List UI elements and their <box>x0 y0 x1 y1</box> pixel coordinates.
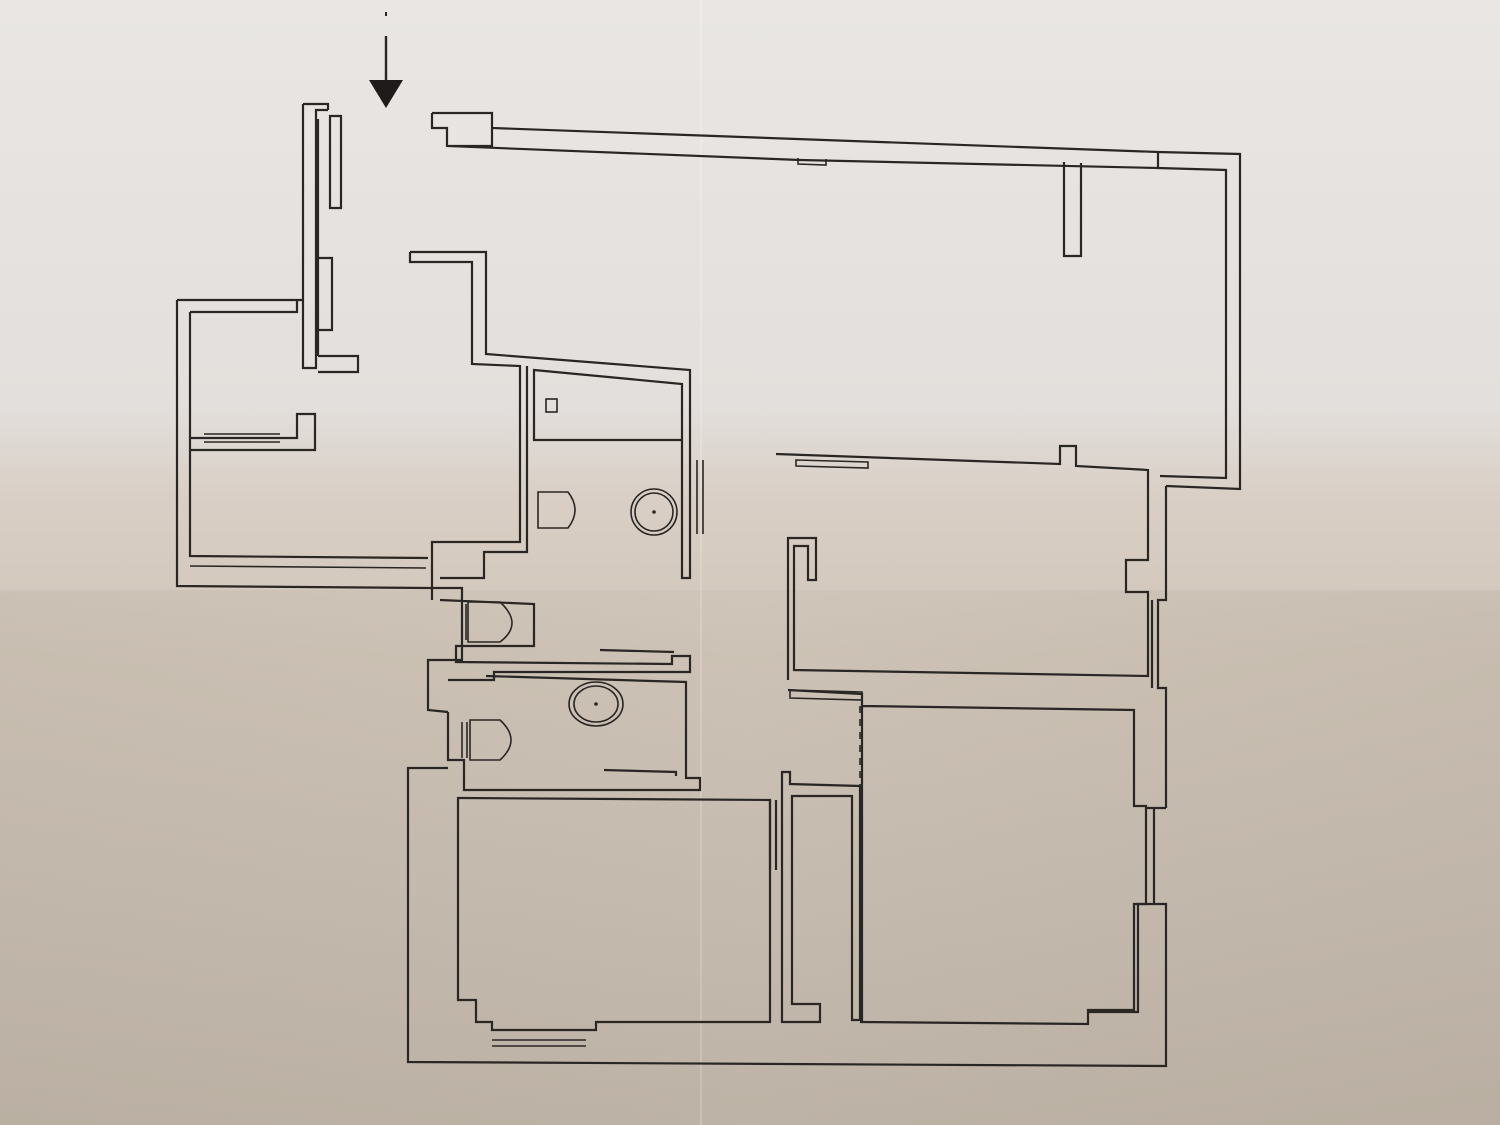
toilet-icon <box>461 719 512 761</box>
left-room-wall <box>175 298 429 590</box>
left-room-bottom-sill <box>189 565 427 569</box>
bedroom-right-upper-door <box>795 459 869 469</box>
bedroom-left-window <box>492 1039 586 1047</box>
outer-wall-right-inner <box>1157 166 1228 480</box>
bath2-walls <box>426 586 692 714</box>
left-room-window <box>204 433 280 443</box>
closet-walls <box>780 770 862 1024</box>
toilet-icon <box>537 491 576 529</box>
corridor-wall-left <box>301 102 360 374</box>
arrow-down-icon <box>369 12 403 108</box>
corridor-jamb-mid <box>318 256 334 332</box>
bedroom-right-lower-jamb <box>789 689 863 701</box>
bedroom-left-door <box>768 800 778 870</box>
right-wall-mid <box>1150 486 1168 808</box>
shaft-square <box>545 398 558 413</box>
corridor-jamb-top <box>328 114 343 210</box>
outer-wall-top <box>430 111 1242 491</box>
sink-icon <box>568 681 624 727</box>
toilet-icon <box>461 601 513 643</box>
bedroom-right-lower <box>787 688 1148 1026</box>
paper-fold <box>700 0 702 1125</box>
bedroom-left-walls <box>406 766 1168 1068</box>
wall-notch-top <box>797 158 827 166</box>
shadow-band <box>0 590 1500 1125</box>
bath1-box <box>440 366 529 580</box>
right-wall-lower <box>1146 806 1166 904</box>
column-top-right <box>1062 162 1083 258</box>
sink-icon <box>630 488 678 536</box>
central-wall <box>408 250 692 600</box>
bath3-walls <box>446 674 702 792</box>
bath1-door <box>696 460 704 534</box>
bedroom-right-upper <box>775 444 1150 680</box>
